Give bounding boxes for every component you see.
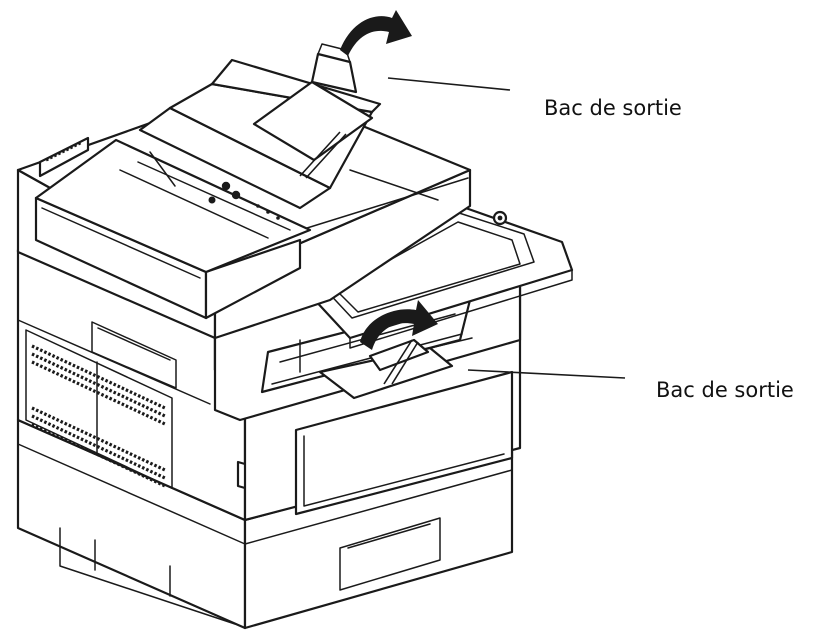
adf-unit	[34, 136, 312, 320]
bottom-output-tray	[318, 337, 473, 400]
top-output-tray	[252, 43, 374, 179]
leader-line-top	[387, 77, 511, 91]
paper-cassette	[16, 418, 514, 630]
curved-arrow-icon	[360, 300, 438, 350]
top-output-tray-label: Bac de sortie	[544, 96, 682, 120]
power-button-icon	[492, 210, 508, 226]
leader-line-bottom	[467, 369, 626, 379]
bottom-output-tray-label: Bac de sortie	[656, 378, 794, 402]
curved-arrow-icon	[340, 10, 412, 56]
